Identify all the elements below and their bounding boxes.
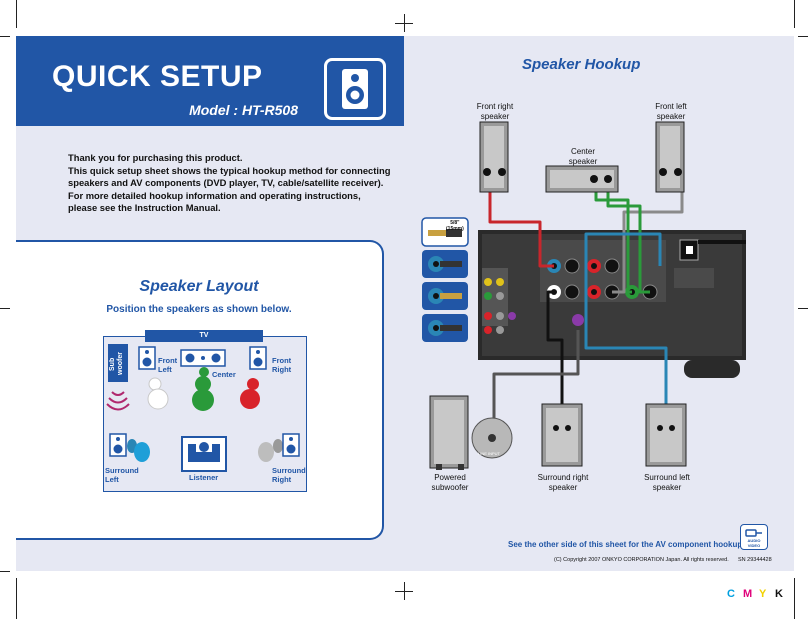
crop-mark	[0, 308, 10, 309]
label-line: Front	[158, 356, 178, 365]
intro-text: Thank you for purchasing this product. T…	[68, 152, 391, 215]
crop-mark	[395, 23, 413, 24]
surround-left-hookup-label: Surround left speaker	[636, 473, 698, 492]
crop-mark	[794, 578, 795, 619]
crop-mark	[794, 0, 795, 28]
cmyk-y: Y	[759, 588, 767, 600]
cmyk-m: M	[743, 588, 753, 600]
label-line: speaker	[548, 482, 578, 492]
label-line: Left	[105, 475, 119, 484]
front-left-hookup-label: Front left speaker	[644, 102, 698, 121]
serial-number: SN 29344428	[738, 557, 772, 563]
label-line: Front	[272, 356, 292, 365]
label-line: speaker	[480, 111, 510, 121]
intro-line: For more detailed hookup information and…	[68, 189, 361, 201]
crop-mark	[16, 578, 17, 619]
subwoofer-label: Sub woofer	[109, 352, 124, 376]
label-line: Surround	[105, 466, 139, 475]
crop-mark	[0, 571, 10, 572]
label-line: Right	[272, 365, 292, 374]
strip-length-label: 5/8" (15mm)	[446, 220, 464, 232]
subwoofer-hookup-label: Powered subwoofer	[424, 473, 476, 492]
label-line: subwoofer	[431, 482, 469, 492]
label-line: speaker	[656, 111, 686, 121]
intro-line: please see the Instruction Manual.	[68, 202, 221, 213]
label-line: VIDEO	[747, 542, 761, 548]
label-line: speaker	[568, 156, 598, 166]
label-line: Surround right	[537, 473, 589, 482]
crop-mark	[0, 36, 10, 37]
hookup-title: Speaker Hookup	[522, 56, 641, 73]
surround-left-label: Surround Left	[105, 466, 139, 484]
label-line: Right	[272, 475, 292, 484]
other-side-note: See the other side of this sheet for the…	[508, 540, 745, 549]
copyright-text: (C) Copyright 2007 ONKYO CORPORATION Jap…	[554, 557, 729, 563]
cmyk-k: K	[775, 588, 783, 600]
speaker-icon	[324, 58, 386, 120]
label-line: Surround left	[644, 473, 690, 482]
label-line: speaker	[652, 482, 682, 492]
crop-mark	[16, 0, 17, 28]
label-line: Front right	[476, 102, 514, 111]
intro-line: speakers and AV components (DVD player, …	[68, 177, 384, 188]
crop-mark	[798, 308, 808, 309]
line-input-label: LINE INPUT	[478, 451, 501, 456]
tv-label: TV	[145, 330, 263, 342]
label-line: Powered	[434, 473, 466, 482]
center-label: Center	[212, 370, 236, 379]
label-line: AUDIO	[747, 538, 761, 543]
front-left-label: Front Left	[158, 356, 177, 374]
model-label: Model : HT-R508	[189, 102, 298, 118]
plug-icon	[745, 529, 762, 537]
surround-right-label: Surround Right	[272, 466, 306, 484]
label-line: (15mm)	[446, 225, 464, 232]
label-line: Left	[158, 365, 172, 374]
listener-label: Listener	[189, 473, 219, 482]
intro-line: This quick setup sheet shows the typical…	[68, 164, 391, 176]
front-right-label: Front Right	[272, 356, 291, 374]
label-line: Center	[570, 147, 595, 156]
layout-subtitle: Position the speakers as shown below.	[106, 304, 292, 315]
label-line: Surround	[272, 466, 306, 475]
center-hookup-label: Center speaker	[558, 147, 608, 166]
crop-mark	[395, 591, 413, 592]
page-title: QUICK SETUP	[52, 60, 263, 93]
surround-right-hookup-label: Surround right speaker	[532, 473, 594, 492]
label-line: Front left	[655, 102, 687, 111]
cmyk-c: C	[727, 588, 735, 600]
front-right-hookup-label: Front right speaker	[468, 102, 522, 121]
intro-line: Thank you for purchasing this product.	[68, 152, 243, 163]
crop-mark	[798, 36, 808, 37]
header-banner: QUICK SETUP Model : HT-R508	[16, 36, 404, 126]
layout-title: Speaker Layout	[139, 278, 259, 295]
label-line: 5/8"	[450, 220, 460, 226]
